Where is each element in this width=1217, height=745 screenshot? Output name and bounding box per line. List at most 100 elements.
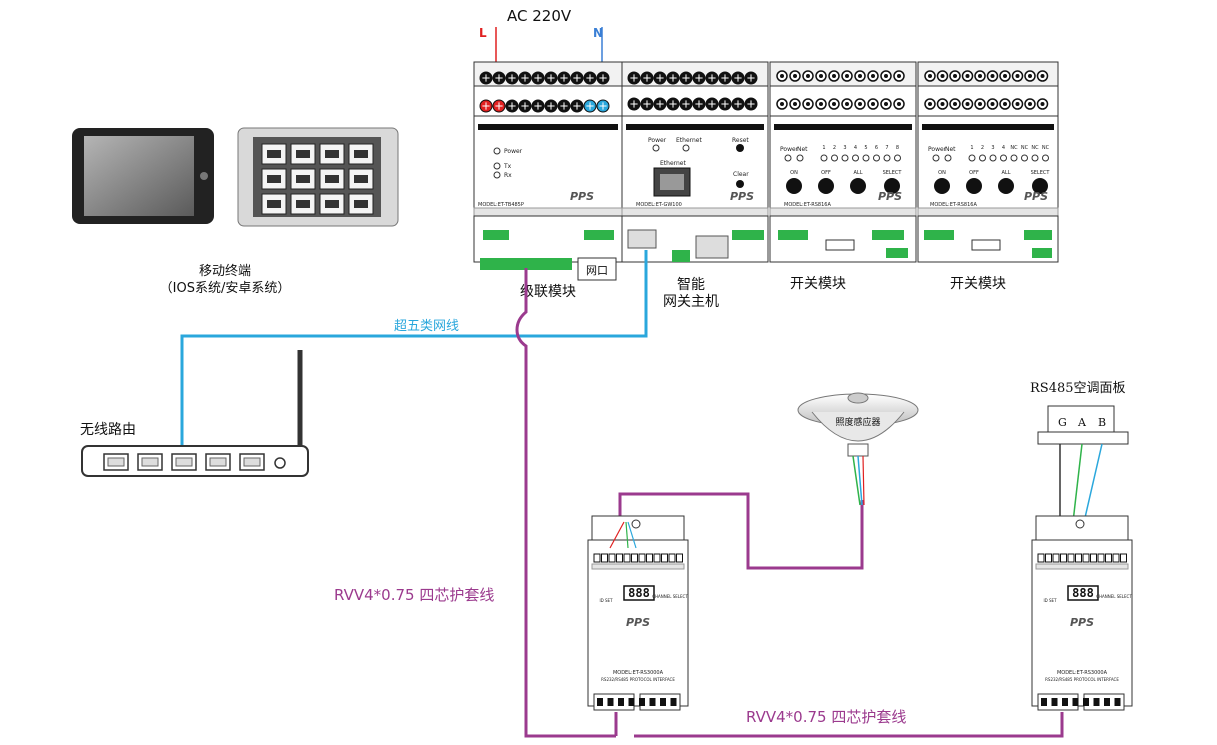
interface-model: MODEL:ET-RS3000A	[613, 670, 664, 676]
terminal-slot	[668, 553, 676, 563]
switch-button[interactable]	[998, 178, 1014, 194]
ac-pin-b: B	[1098, 416, 1106, 429]
gateway-brand: PPS	[730, 190, 754, 203]
channel-label: 3	[843, 145, 846, 151]
power-l-label: L	[479, 26, 487, 40]
switch-button-label: OFF	[969, 170, 979, 176]
wireless-router	[81, 350, 309, 477]
channel-select-label: CHANNEL SELECT	[1096, 594, 1132, 599]
bottom-terminal	[1114, 698, 1121, 706]
terminal-slot	[1067, 553, 1075, 563]
rvv-bottom-label: RVV4*0.75 四芯护套线	[746, 708, 906, 726]
terminal-slot	[1060, 553, 1067, 563]
channel-led	[841, 154, 849, 162]
power-n-label: N	[593, 26, 603, 40]
channel-display: 888	[628, 586, 650, 600]
interface-sub: RS232/RS485 PROTOCOL INTERFACE	[1045, 677, 1119, 682]
switch-button-label: ON	[938, 170, 946, 176]
power-title: AC 220V	[507, 7, 572, 25]
terminal-slot	[1045, 553, 1052, 563]
switch-button[interactable]	[786, 178, 802, 194]
cascade-brand: PPS	[570, 190, 594, 203]
netport-label: 网口	[586, 264, 608, 277]
switch-button[interactable]	[934, 178, 950, 194]
rvv-sensor-cable	[618, 492, 864, 570]
cascade-led-rx: Rx	[504, 172, 512, 179]
terminal-slot	[676, 553, 683, 563]
channel-led	[1021, 154, 1028, 162]
switch-button[interactable]	[884, 178, 900, 194]
gateway-led-power: Power	[648, 137, 667, 144]
channel-label: 3	[991, 145, 994, 151]
iface1-wire-red	[609, 521, 625, 549]
terminal-slot	[1052, 553, 1060, 563]
switch-button-label: SELECT	[883, 170, 903, 176]
channel-label: 4	[854, 145, 857, 151]
cascade-module: MODEL:ET-TB485P PPS Power Tx Rx 网口	[473, 61, 623, 281]
gateway-reset-label: Reset	[732, 137, 749, 144]
channel-label: 6	[875, 145, 878, 151]
channel-led	[894, 154, 901, 162]
terminal-slot	[1120, 553, 1127, 563]
interface-brand: PPS	[626, 616, 650, 629]
ac-pin-g: G	[1058, 416, 1067, 429]
terminal-slot	[1037, 553, 1045, 563]
mobile-sublabel: （IOS系统/安卓系统）	[160, 281, 291, 296]
switch1-led-net: Net	[797, 146, 808, 153]
switch-button[interactable]	[966, 178, 982, 194]
channel-label: 1	[822, 145, 825, 151]
switch-button[interactable]	[1032, 178, 1048, 194]
switch-button-label: OFF	[821, 170, 831, 176]
gateway-port-label: Ethernet	[660, 160, 686, 167]
bottom-terminal	[660, 698, 666, 706]
channel-label: 1	[970, 145, 973, 151]
terminal-slot	[608, 553, 616, 563]
light-sensor	[797, 392, 919, 506]
switch-button-label: ALL	[1002, 170, 1011, 176]
bottom-terminal	[649, 698, 656, 706]
cat5-cable	[180, 250, 648, 450]
bottom-terminal	[670, 698, 677, 706]
ac-pin-a: A	[1077, 416, 1087, 429]
terminal-slot	[1112, 553, 1120, 563]
switch1-led-power: Power	[780, 146, 799, 153]
light-sensor-label: 照度感应器	[835, 416, 880, 428]
switch-button-label: ALL	[854, 170, 863, 176]
switch-button[interactable]	[850, 178, 866, 194]
channel-display: 888	[1072, 586, 1094, 600]
terminal-slot	[661, 553, 668, 563]
channel-label: 7	[885, 145, 888, 151]
rvv-left-label: RVV4*0.75 四芯护套线	[334, 586, 494, 604]
rvv-main-cable	[515, 268, 1064, 738]
bottom-terminal	[628, 698, 635, 706]
tablet-device	[72, 128, 214, 224]
channel-led	[1031, 154, 1039, 162]
router-label: 无线路由	[80, 422, 136, 438]
bottom-terminal	[1083, 698, 1089, 706]
switch2-brand: PPS	[1024, 190, 1048, 203]
cascade-model: MODEL:ET-TB485P	[478, 202, 524, 208]
cat5-label: 超五类网线	[394, 319, 459, 334]
switch2-led-net: Net	[945, 146, 956, 153]
id-set-label: ID SET	[1043, 598, 1057, 603]
cascade-label: 级联模块	[520, 284, 576, 300]
bottom-terminal	[597, 698, 603, 706]
channel-led	[862, 154, 870, 162]
channel-label: 4	[1002, 145, 1005, 151]
gateway-label-line1: 智能	[677, 277, 705, 293]
switch2-model: MODEL:ET-RS816A	[930, 202, 977, 208]
gateway-led-ethernet: Ethernet	[676, 137, 702, 144]
switch1-brand: PPS	[878, 190, 902, 203]
terminal-slot	[601, 553, 608, 563]
ac-panel-label: RS485空调面板	[1030, 381, 1126, 396]
switch2-label: 开关模块	[950, 276, 1006, 292]
switch-button[interactable]	[818, 178, 834, 194]
bottom-terminal	[618, 698, 624, 706]
cascade-led-tx: Tx	[503, 163, 512, 170]
gateway-clear-label: Clear	[733, 171, 749, 178]
